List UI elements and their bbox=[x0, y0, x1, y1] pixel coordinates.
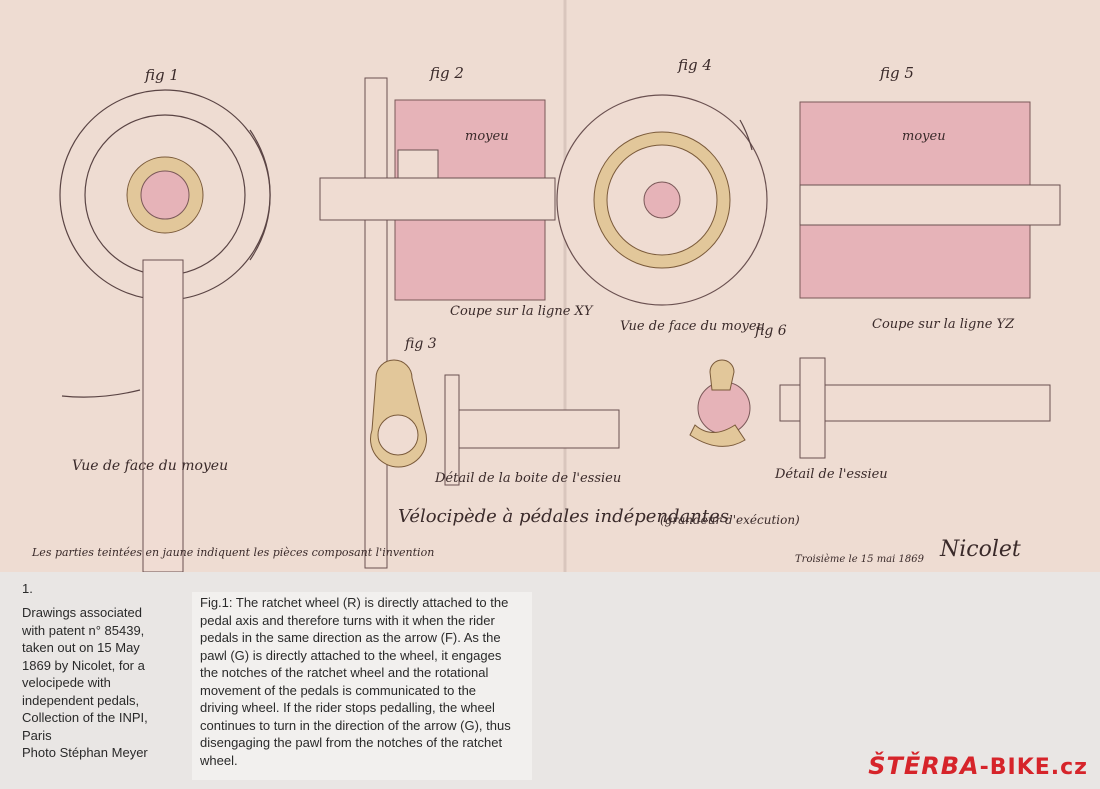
fig4-hub bbox=[643, 181, 681, 219]
fig2-crank bbox=[364, 77, 388, 569]
credit-line: Paris bbox=[22, 727, 52, 743]
credit-line: Drawings associated bbox=[22, 605, 142, 620]
fig3-pawl-hole bbox=[377, 414, 419, 456]
fig4-caption: Vue de face du moyeu bbox=[620, 319, 765, 334]
fig1-arrow-g bbox=[249, 129, 271, 261]
credit-line: with patent n° 85439, bbox=[22, 622, 145, 638]
fig5-drawing: moyeu fig 5 Coupe sur la ligne YZ bbox=[799, 64, 1061, 332]
watermark-brand: ŠTĚRBA bbox=[868, 752, 980, 780]
fig6-caption: Détail de l'essieu bbox=[774, 467, 888, 482]
credit-line: velocipede with bbox=[22, 675, 111, 690]
fig3-label: fig 3 bbox=[404, 336, 437, 352]
description-line: disengaging the pawl from the notches of… bbox=[200, 735, 503, 750]
fig5-moyeu-label: moyeu bbox=[902, 129, 946, 144]
fig2-drawing: moyeu fig 2 Coupe sur la ligne XY bbox=[319, 64, 594, 569]
fig3-drawing: fig 3 Détail de la boite de l'essieu bbox=[370, 336, 621, 486]
credit-line: taken out on 15 May bbox=[22, 640, 140, 655]
fig2-label: fig 2 bbox=[429, 64, 464, 82]
description-line: pedals in the same direction as the arro… bbox=[200, 630, 501, 645]
credit-line: Collection of the INPI, bbox=[22, 710, 148, 725]
fig3-caption: Détail de la boite de l'essieu bbox=[434, 471, 621, 486]
fig1-caption: Vue de face du moyeu bbox=[72, 458, 228, 474]
description-line: Fig.1: The ratchet wheel (R) is directly… bbox=[200, 595, 509, 610]
fig5-caption: Coupe sur la ligne YZ bbox=[872, 317, 1015, 332]
fig1-hub bbox=[140, 170, 190, 220]
description-line: pedal axis and therefore turns with it w… bbox=[200, 612, 495, 628]
credit-line: independent pedals, bbox=[22, 692, 140, 708]
figure-description: Fig.1: The ratchet wheel (R) is directly… bbox=[192, 592, 532, 780]
fig1-crank-arm bbox=[142, 259, 184, 572]
fig6-label: fig 6 bbox=[754, 323, 787, 339]
fig6-pawl-bottom bbox=[689, 424, 746, 447]
fig2-caption: Coupe sur la ligne XY bbox=[450, 304, 594, 319]
plate-bottom-note: Les parties teintées en jaune indiquent … bbox=[31, 546, 434, 559]
description-line: movement of the pedals is communicated t… bbox=[200, 682, 477, 698]
watermark-suffix: -BIKE.cz bbox=[979, 755, 1088, 780]
description-line: continues to turn in the direction of th… bbox=[200, 717, 511, 733]
credit-line: Photo Stéphan Meyer bbox=[22, 745, 148, 760]
fig4-label: fig 4 bbox=[677, 56, 712, 74]
description-line: wheel. bbox=[200, 752, 238, 768]
plate-signature: Nicolet bbox=[939, 537, 1021, 562]
description-line: the notches of the ratchet wheel and the… bbox=[200, 665, 489, 680]
figure-number: 1. bbox=[22, 581, 33, 596]
fig2-axle bbox=[319, 177, 556, 221]
fig2-box bbox=[397, 149, 439, 179]
patent-drawing: fig 1 Vue de face du moyeu moyeu fig 2 C… bbox=[31, 0, 1061, 572]
description-line: pawl (G) is directly attached to the whe… bbox=[200, 647, 502, 663]
plate-date: Troisième le 15 mai 1869 bbox=[795, 554, 925, 565]
plate-title-note: (grandeur d'exécution) bbox=[660, 513, 800, 527]
fig1-drawing: fig 1 Vue de face du moyeu bbox=[59, 66, 271, 572]
fig4-arrow-g bbox=[739, 119, 753, 151]
fig3-box-end bbox=[444, 374, 460, 486]
fig5-label: fig 5 bbox=[879, 64, 914, 82]
figure-credit: Drawings associated with patent n° 85439… bbox=[22, 604, 172, 762]
description-line: driving wheel. If the rider stops pedall… bbox=[200, 700, 495, 715]
fig3-box bbox=[458, 409, 620, 449]
fig2-moyeu-label: moyeu bbox=[465, 129, 509, 144]
site-watermark: ŠTĚRBA-BIKE.cz bbox=[868, 752, 1088, 780]
fig4-drawing: fig 4 Vue de face du moyeu bbox=[556, 56, 768, 334]
fig1-label: fig 1 bbox=[144, 66, 179, 84]
fig6-drawing: fig 6 Détail de l'essieu bbox=[689, 323, 1051, 482]
fig6-pawl-top bbox=[709, 359, 735, 391]
fig1-arrow-f bbox=[61, 389, 141, 398]
credit-line: 1869 by Nicolet, for a bbox=[22, 657, 145, 673]
fig5-axle bbox=[799, 184, 1061, 226]
fig6-collar bbox=[799, 357, 826, 459]
plate-title: Vélocipède à pédales indépendantes bbox=[398, 506, 729, 527]
patent-drawing-plate: fig 1 Vue de face du moyeu moyeu fig 2 C… bbox=[0, 0, 1100, 572]
